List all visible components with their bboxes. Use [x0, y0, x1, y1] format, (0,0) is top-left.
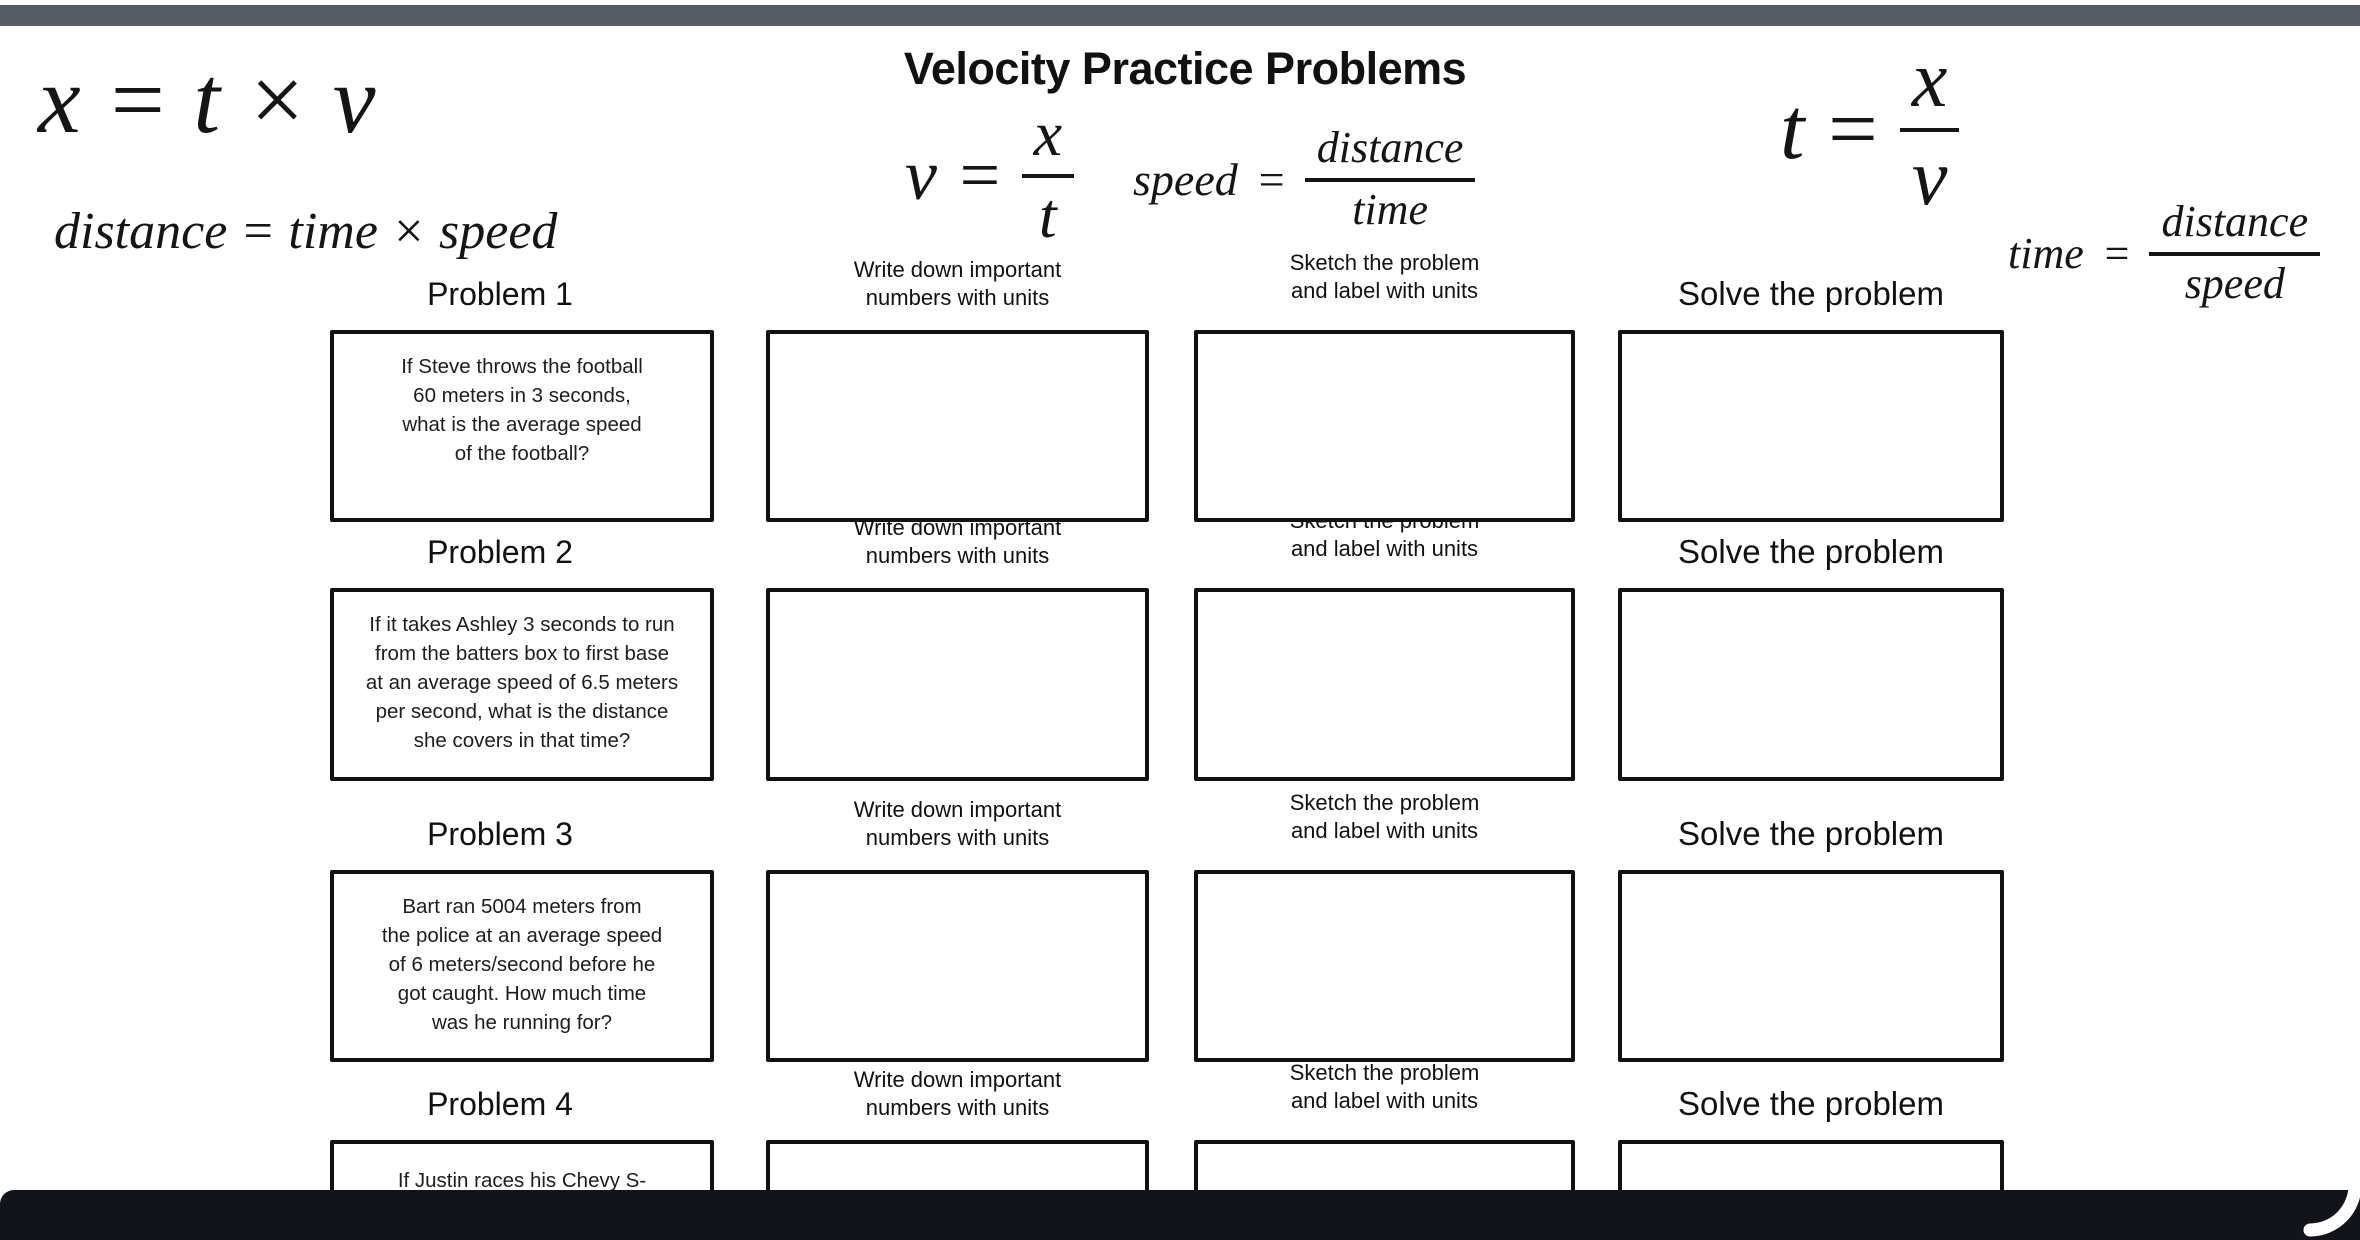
problem-1-numbers-answer-box[interactable]	[766, 330, 1149, 522]
problem-3-statement-box: Bart ran 5004 meters from the police at …	[330, 870, 714, 1062]
equals-sign: =	[1255, 153, 1287, 205]
problem-2-sketch-answer-box[interactable]	[1194, 588, 1575, 781]
write-numbers-header: Write down important numbers with units	[853, 796, 1062, 851]
problem-3-text: Bart ran 5004 meters from the police at …	[381, 895, 663, 1035]
problem-3-sketch-answer-box[interactable]	[1194, 870, 1575, 1062]
fraction: distance time	[1304, 126, 1476, 234]
problem-4-label: Problem 4	[427, 1086, 573, 1122]
equals-sign: =	[2101, 228, 2132, 278]
problem-2-solve-answer-box[interactable]	[1618, 588, 2004, 781]
fraction: x t	[1021, 102, 1074, 251]
formula-lhs: speed	[1133, 153, 1238, 205]
equals-sign: =	[1822, 80, 1882, 178]
solve-problem-header: Solve the problem	[1678, 275, 1944, 312]
problem-1-statement-box: If Steve throws the football 60 meters i…	[330, 330, 714, 522]
write-numbers-header: Write down important numbers with units	[853, 514, 1062, 569]
write-numbers-header: Write down important numbers with units	[853, 1066, 1062, 1121]
formula-lhs: time	[2008, 228, 2084, 278]
problem-1-label: Problem 1	[427, 276, 573, 312]
fraction-denominator: t	[1038, 180, 1057, 251]
sketch-problem-header: Sketch the problem and label with units	[1289, 1059, 1480, 1114]
window-top-bar	[0, 5, 2360, 26]
formula-distance-words: distance = time × speed	[54, 203, 558, 260]
fraction: x v	[1899, 40, 1960, 222]
page-title: Velocity Practice Problems	[903, 43, 1467, 94]
formula-lhs: t	[1780, 80, 1805, 178]
fraction-numerator: distance	[2149, 200, 2321, 256]
fraction-numerator: distance	[1304, 126, 1476, 182]
solve-problem-header: Solve the problem	[1678, 815, 1944, 852]
equals-sign: =	[954, 134, 1004, 215]
formula-time-words: time = distance speed	[2008, 200, 2321, 308]
problem-1-solve-answer-box[interactable]	[1618, 330, 2004, 522]
problem-3-numbers-answer-box[interactable]	[766, 870, 1149, 1062]
problem-4-text: If Justin races his Chevy S-	[397, 1169, 647, 1192]
problem-1-sketch-answer-box[interactable]	[1194, 330, 1575, 522]
fraction-denominator: time	[1352, 185, 1428, 234]
problem-2-label: Problem 2	[427, 534, 573, 570]
problem-2-statement-box: If it takes Ashley 3 seconds to run from…	[330, 588, 714, 781]
fraction: distance speed	[2149, 200, 2321, 308]
fraction-denominator: v	[1911, 134, 1948, 222]
sketch-problem-header: Sketch the problem and label with units	[1289, 789, 1480, 844]
formula-time-symbolic: t = x v	[1780, 40, 1960, 222]
solve-problem-header: Solve the problem	[1678, 1085, 1944, 1122]
fraction-denominator: speed	[2184, 259, 2285, 308]
problem-3-solve-answer-box[interactable]	[1618, 870, 2004, 1062]
problem-2-text: If it takes Ashley 3 seconds to run from…	[365, 613, 679, 753]
formula-velocity-symbolic: v = x t	[905, 102, 1074, 248]
bottom-task-bar	[0, 1190, 2360, 1240]
solve-problem-header: Solve the problem	[1678, 533, 1944, 570]
formula-speed-words: speed = distance time	[1133, 126, 1476, 234]
fraction-numerator: x	[1899, 40, 1960, 132]
problem-1-text: If Steve throws the football 60 meters i…	[401, 355, 643, 466]
problem-2-numbers-answer-box[interactable]	[766, 588, 1149, 781]
sketch-problem-header: Sketch the problem and label with units	[1289, 249, 1480, 304]
write-numbers-header: Write down important numbers with units	[853, 256, 1062, 311]
white-arc-stroke-icon	[2303, 1178, 2360, 1237]
formula-distance-symbolic: x = t × v	[38, 46, 376, 153]
fraction-numerator: x	[1021, 102, 1074, 178]
problem-3-label: Problem 3	[427, 816, 573, 852]
formula-lhs: v	[905, 134, 937, 215]
